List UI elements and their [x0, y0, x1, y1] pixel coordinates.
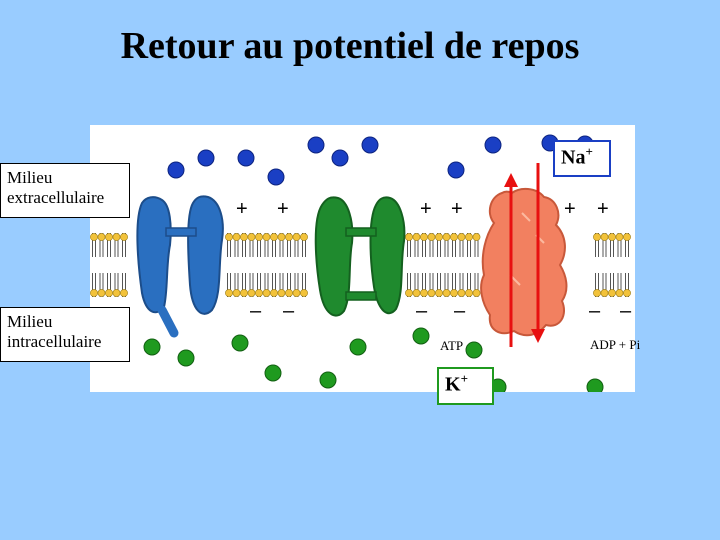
extracellular-label-line1: Milieu — [7, 168, 123, 188]
atp-label: ATP — [440, 338, 463, 354]
sodium-potassium-pump — [481, 189, 566, 335]
potassium-charge: + — [461, 371, 468, 386]
sodium-ion — [332, 150, 348, 166]
sodium-ion-label: Na+ — [553, 140, 611, 177]
extracellular-label: Milieu extracellulaire — [0, 163, 130, 218]
potassium-channel — [316, 197, 405, 315]
potassium-ion — [587, 379, 603, 392]
potassium-symbol: K — [445, 374, 461, 396]
extracellular-label-line2: extracellulaire — [7, 188, 123, 208]
intracellular-label: Milieu intracellulaire — [0, 307, 130, 362]
sodium-ion — [308, 137, 324, 153]
potassium-ion-label: K+ — [437, 367, 494, 405]
charge-minus: – — [250, 300, 261, 323]
potassium-ion — [178, 350, 194, 366]
charge-plus: + — [277, 198, 289, 221]
sodium-channel — [137, 196, 222, 333]
charge-plus: + — [597, 198, 609, 221]
intracellular-label-line1: Milieu — [7, 312, 123, 332]
sodium-ion — [168, 162, 184, 178]
potassium-ion — [413, 328, 429, 344]
sodium-ion — [268, 169, 284, 185]
potassium-ion — [232, 335, 248, 351]
sodium-charge: + — [585, 144, 592, 159]
potassium-ion — [466, 342, 482, 358]
intracellular-label-line2: intracellulaire — [7, 332, 123, 352]
potassium-ion — [144, 339, 160, 355]
sodium-ion — [448, 162, 464, 178]
charge-minus: – — [283, 300, 294, 323]
potassium-ion — [320, 372, 336, 388]
sodium-ion — [485, 137, 501, 153]
charge-minus: – — [416, 300, 427, 323]
charge-plus: + — [420, 198, 432, 221]
charge-plus: + — [451, 198, 463, 221]
page-title: Retour au potentiel de repos — [0, 24, 700, 68]
potassium-ion — [265, 365, 281, 381]
charge-plus: + — [564, 198, 576, 221]
charge-minus: – — [620, 300, 631, 323]
sodium-ion — [198, 150, 214, 166]
potassium-ion — [350, 339, 366, 355]
adp-pi-label: ADP + Pi — [590, 337, 640, 353]
charge-minus: – — [589, 300, 600, 323]
charge-plus: + — [236, 198, 248, 221]
sodium-ion — [362, 137, 378, 153]
charge-minus: – — [454, 300, 465, 323]
sodium-ion — [238, 150, 254, 166]
sodium-symbol: Na — [561, 147, 585, 169]
